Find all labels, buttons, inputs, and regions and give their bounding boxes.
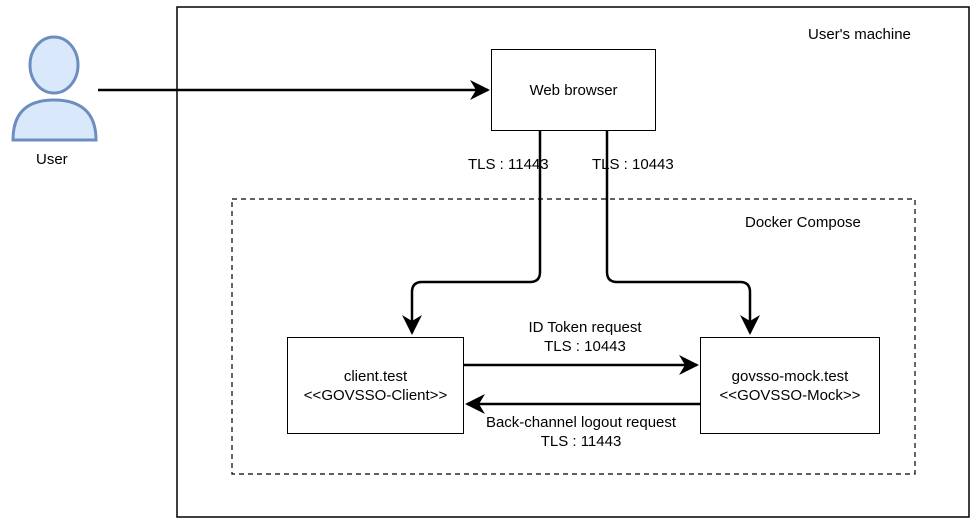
user-actor-icon [11,35,98,142]
browser-to-mock-tls-label: TLS : 10443 [592,156,674,173]
browser-to-client-tls-label: TLS : 11443 [468,156,549,173]
client-test-node[interactable]: client.test <<GOVSSO-Client>> [287,337,464,434]
user-label: User [36,151,68,168]
logout-tls-label: TLS : 11443 [540,433,622,450]
logout-request-label: Back-channel logout request [485,414,677,431]
web-browser-label: Web browser [529,81,618,99]
id-token-request-label: ID Token request [528,319,642,336]
docker-compose-frame [231,198,916,475]
users-machine-frame [176,6,970,518]
browser-to-mock-arrow [605,131,760,335]
browser-to-client-arrow [402,131,542,335]
docker-compose-label: Docker Compose [745,214,861,231]
web-browser-node[interactable]: Web browser [491,49,656,131]
govsso-mock-test-stereotype: <<GOVSSO-Mock>> [719,386,861,404]
client-test-name: client.test [343,367,408,385]
client-test-stereotype: <<GOVSSO-Client>> [303,386,448,404]
govsso-mock-test-name: govsso-mock.test [731,367,849,385]
users-machine-label: User's machine [808,26,911,43]
id-token-tls-label: TLS : 10443 [544,338,626,355]
govsso-mock-test-node[interactable]: govsso-mock.test <<GOVSSO-Mock>> [700,337,880,434]
